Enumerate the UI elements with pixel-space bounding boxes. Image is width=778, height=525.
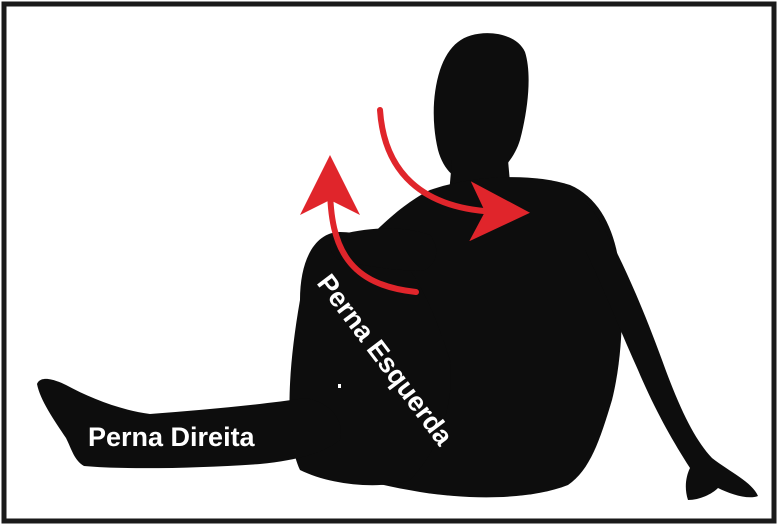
right-leg-label: Perna Direita bbox=[88, 422, 256, 452]
leg-marker-dot bbox=[338, 384, 341, 388]
